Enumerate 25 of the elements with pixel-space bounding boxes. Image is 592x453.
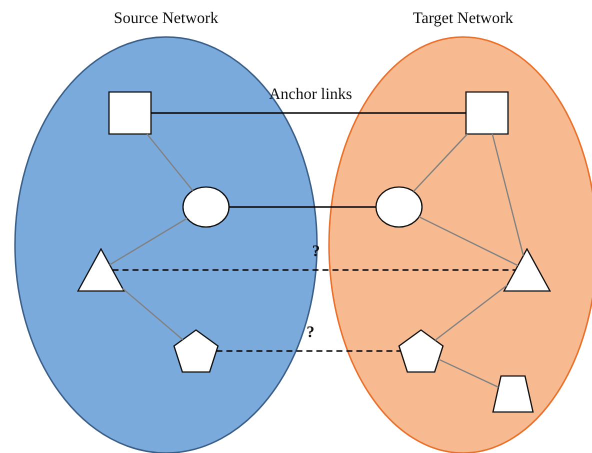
pentagon-node [398, 329, 444, 373]
network-title: Source Network [114, 9, 218, 29]
link-line [109, 218, 188, 266]
link-line [492, 134, 524, 256]
edge-label: Anchor links [268, 86, 352, 104]
link-line [122, 288, 184, 340]
edge-label: ? [306, 324, 314, 342]
trapezoid-node [492, 375, 534, 413]
dashed-link [112, 269, 516, 271]
pentagon-node [173, 329, 219, 373]
square-node [108, 91, 152, 135]
dashed-link [216, 350, 401, 352]
link-line [146, 134, 194, 192]
link-line [438, 358, 499, 388]
link-line [151, 112, 466, 114]
circle-node [375, 186, 423, 228]
triangle-node [503, 248, 551, 292]
link-line [413, 134, 468, 192]
link-line [434, 284, 508, 341]
triangle-node [77, 248, 125, 292]
circle-node [182, 186, 230, 228]
network-title: Target Network [412, 9, 514, 29]
link-line [418, 216, 518, 266]
link-line [229, 206, 376, 208]
square-node [465, 91, 509, 135]
